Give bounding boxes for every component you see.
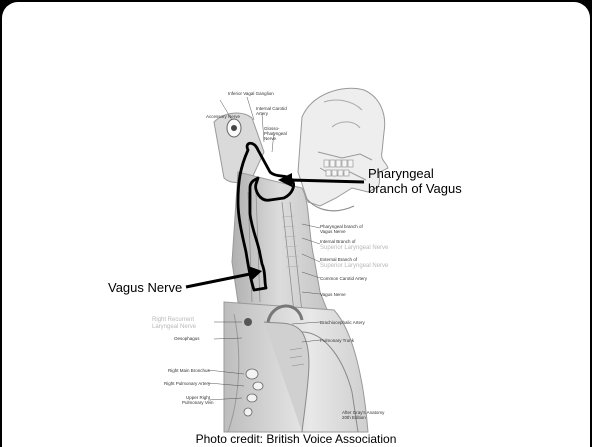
- label-pharyngeal-branch-2: Vagus Nerve: [320, 229, 346, 234]
- label-oesophagus: Oesophagus: [174, 336, 200, 341]
- vagus-callout: Vagus Nerve: [108, 280, 182, 295]
- label-external-branch: External Branch of: [320, 257, 357, 262]
- label-brachiocephalic: Brachiocephalic Artery: [320, 320, 365, 325]
- label-accessory-nerve: Accessory Nerve: [206, 114, 240, 119]
- label-right-pulmonary-artery: Right Pulmonary Artery: [164, 381, 210, 386]
- pharyngeal-callout-line1: Pharyngeal: [368, 166, 462, 181]
- label-internal-branch: Internal Branch of: [320, 239, 356, 244]
- label-sup-laryngeal-1: Superior Laryngeal Nerve: [320, 245, 388, 251]
- label-pulmonary-trunk: Pulmonary Trunk: [320, 338, 354, 343]
- label-source-2: 20th Edition: [342, 415, 366, 420]
- label-sup-laryngeal-2: Superior Laryngeal Nerve: [320, 263, 388, 269]
- label-inferior-vagal-ganglion: Inferior Vagal Ganglion: [228, 91, 274, 96]
- label-vagus-nerve: Vagus Nerve: [320, 292, 346, 297]
- label-right-main-bronchus: Right Main Bronchus: [168, 368, 210, 373]
- photo-credit: Photo credit: British Voice Association: [2, 432, 590, 446]
- label-upper-right-2: Pulmonary Vein: [182, 400, 214, 405]
- label-right-recurrent-2: Laryngeal Nerve: [152, 324, 196, 330]
- pharyngeal-callout-line2: branch of Vagus: [368, 181, 462, 196]
- label-internal-carotid-2: Artery: [256, 111, 268, 116]
- label-right-recurrent-1: Right Recurrent: [152, 317, 194, 323]
- pharyngeal-callout: Pharyngeal branch of Vagus: [368, 166, 462, 196]
- label-common-carotid: Common Carotid Artery: [320, 276, 367, 281]
- label-glossopharyngeal-3: Nerve: [264, 136, 276, 141]
